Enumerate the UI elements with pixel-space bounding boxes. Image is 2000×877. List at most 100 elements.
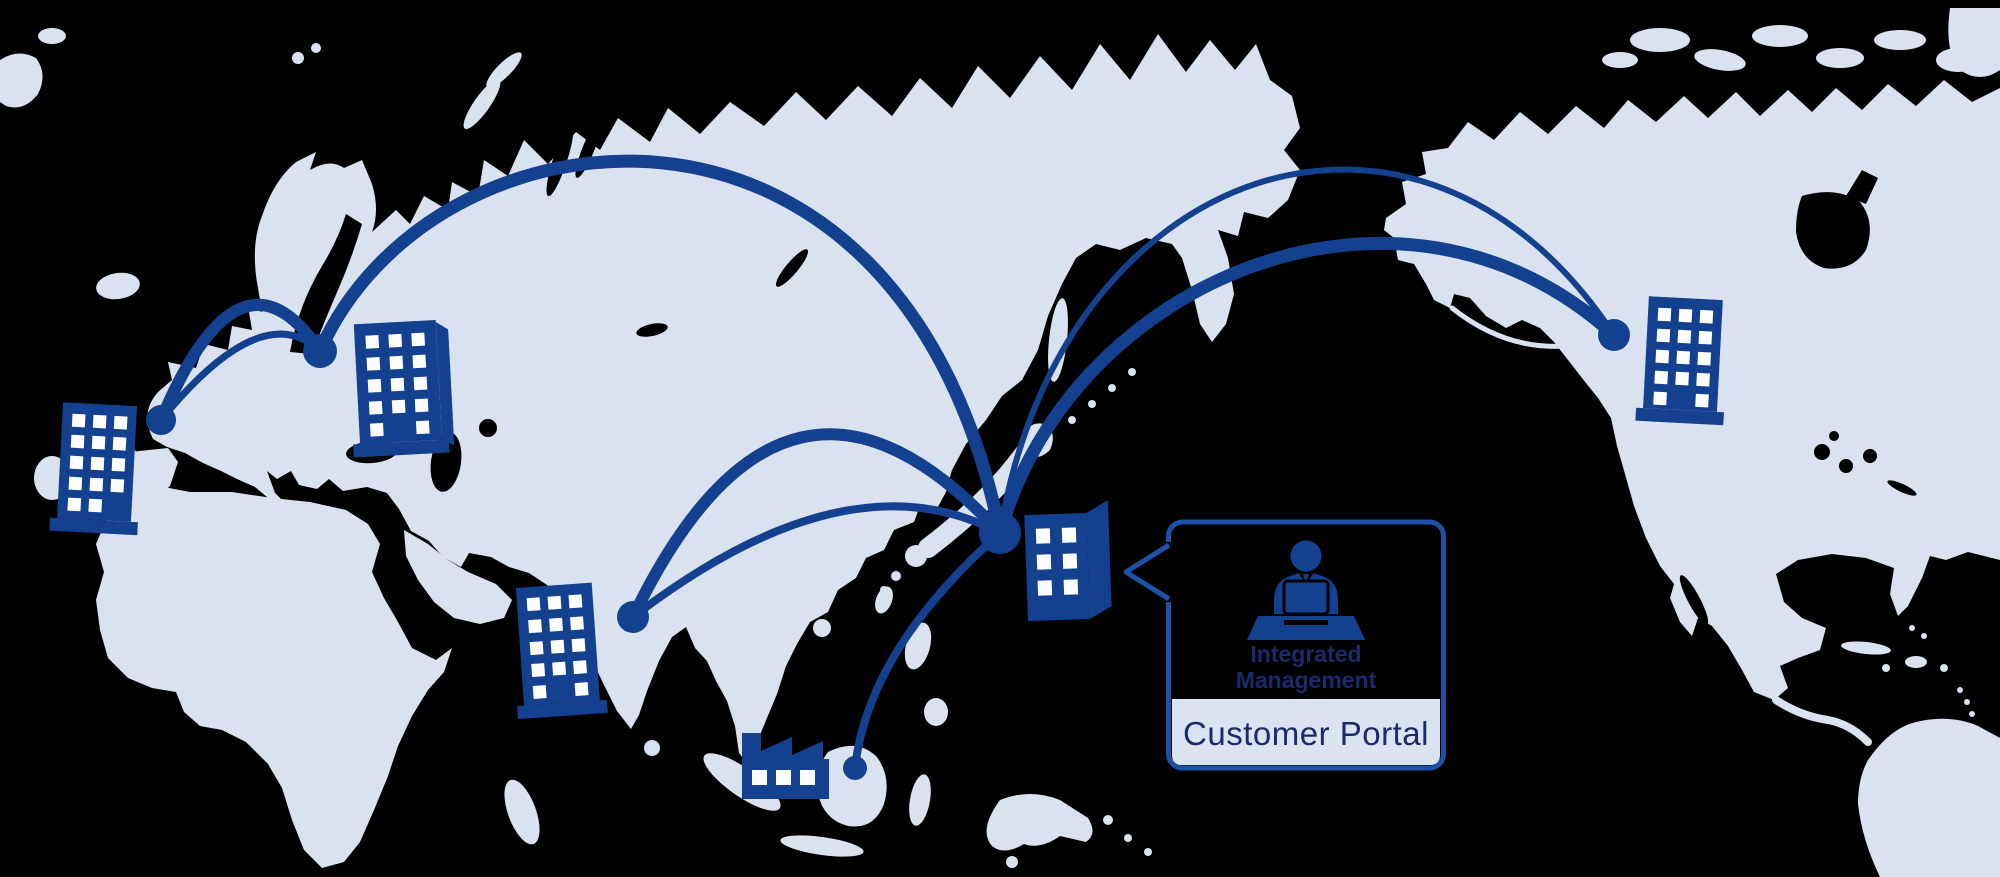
laptop-screen — [1282, 579, 1330, 616]
aleutian-chain — [1449, 305, 1568, 349]
integrated-management-label-line2: Management — [1236, 667, 1377, 693]
java-island — [780, 835, 864, 857]
building-base — [49, 517, 138, 536]
building-windows — [526, 594, 589, 699]
node-europe-west — [146, 405, 176, 435]
novaya-zemlya — [463, 79, 501, 129]
factory-window — [752, 770, 767, 785]
great-lake-2 — [1839, 459, 1853, 473]
node-southeast-asia — [843, 756, 867, 780]
portal-label-band — [1172, 699, 1440, 765]
svalbard-island-2 — [311, 43, 321, 53]
africa-landmass — [96, 484, 452, 868]
baltic-sea — [290, 214, 362, 354]
beak-opening — [1163, 542, 1174, 602]
arabian-peninsula — [404, 530, 512, 624]
arc-europe-to-france-upper — [155, 298, 325, 423]
cuba-island — [1841, 641, 1891, 655]
desk — [1247, 616, 1365, 640]
great-lake-4 — [1829, 431, 1839, 441]
sakhalin-island — [1048, 298, 1068, 382]
hudson-bay — [1796, 192, 1870, 269]
arctic-island — [1602, 52, 1638, 68]
pacific-islet — [1103, 815, 1113, 825]
kyushu-island — [905, 545, 927, 567]
sulawesi-island — [909, 774, 931, 826]
building-europe-central — [353, 320, 455, 458]
greenland-corner — [1948, 8, 2000, 77]
arc-europe-to-france-lower — [158, 330, 323, 423]
arctic-island-4 — [1752, 25, 1808, 47]
arc-japan-to-india-lower — [630, 502, 1002, 621]
pacific-islet-4 — [1006, 856, 1018, 868]
integrated-management-label-line1: Integrated — [1250, 641, 1361, 667]
ryukyu-islet — [891, 571, 901, 581]
arc-japan-to-india-upper — [627, 428, 1005, 620]
connection-arcs — [155, 154, 1619, 769]
factory-southeast-asia — [742, 733, 829, 799]
lake-baikal — [775, 249, 809, 287]
arctic-fragment — [38, 28, 66, 44]
factory-window — [776, 770, 791, 785]
arc-japan-to-north-america-lower — [993, 236, 1619, 535]
taiwan-island — [875, 586, 893, 614]
kuril-islet — [1068, 416, 1076, 424]
network-nodes — [146, 319, 1630, 780]
great-lake-3 — [1863, 449, 1877, 463]
arctic-island-6 — [1874, 30, 1926, 50]
luzon-island — [904, 622, 932, 670]
building-windows — [1653, 307, 1714, 408]
south-america-landmass — [1858, 718, 2000, 877]
sri-lanka-island — [644, 740, 660, 756]
iceland-island — [96, 272, 140, 300]
building-side — [435, 322, 455, 446]
building-base — [517, 699, 608, 720]
arctic-island-5 — [1816, 48, 1864, 68]
great-lake — [1814, 444, 1830, 460]
building-body — [1024, 512, 1090, 622]
antilles-islet-2 — [1964, 699, 1970, 705]
bahamas-islet-2 — [1921, 633, 1927, 639]
madagascar-island — [504, 779, 540, 845]
node-north-america — [1598, 319, 1630, 351]
panama-isthmus — [1772, 696, 1872, 746]
arc-japan-to-europe — [314, 154, 1007, 535]
building-side — [1086, 500, 1112, 619]
borneo-island — [817, 745, 887, 827]
factory-window — [800, 770, 815, 785]
puerto-rico-islet — [1940, 664, 1948, 672]
world-map — [0, 8, 2000, 877]
jamaica-islet — [1882, 664, 1890, 672]
building-windows — [365, 332, 430, 437]
building-north-america — [1635, 296, 1724, 426]
location-markers — [49, 296, 1724, 799]
person-at-laptop-icon — [1247, 540, 1365, 640]
kuril-islet-2 — [1088, 400, 1096, 408]
novaya-zemlya-2 — [486, 52, 522, 88]
node-europe-central — [303, 334, 337, 368]
arctic-island-2 — [1630, 28, 1690, 52]
building-base — [1635, 407, 1724, 426]
ryukyu-islet-2 — [880, 586, 888, 594]
antilles-islet-3 — [1969, 711, 1975, 717]
new-guinea-island — [986, 794, 1093, 851]
gulf-of-california — [1679, 575, 1709, 625]
building-india — [515, 582, 608, 720]
kuril-islet-3 — [1108, 384, 1116, 392]
callout-pointer — [1123, 542, 1171, 602]
factory-icon — [742, 733, 829, 799]
hudson-channel — [1846, 170, 1878, 204]
greenland-fragment-west — [0, 53, 43, 108]
pacific-islet-3 — [1144, 848, 1152, 856]
customer-portal-callout: Integrated Management Customer Portal — [1123, 519, 1446, 771]
pacific-islet-2 — [1124, 834, 1132, 842]
building-europe-west — [49, 402, 138, 536]
customer-portal-label: Customer Portal — [1183, 715, 1429, 752]
laptop-base-gap — [1284, 620, 1328, 625]
arc-japan-to-factory — [851, 530, 1003, 769]
callout-box-border — [1166, 519, 1446, 771]
kuril-islet-4 — [1128, 368, 1136, 376]
bahamas-islet — [1909, 625, 1915, 631]
